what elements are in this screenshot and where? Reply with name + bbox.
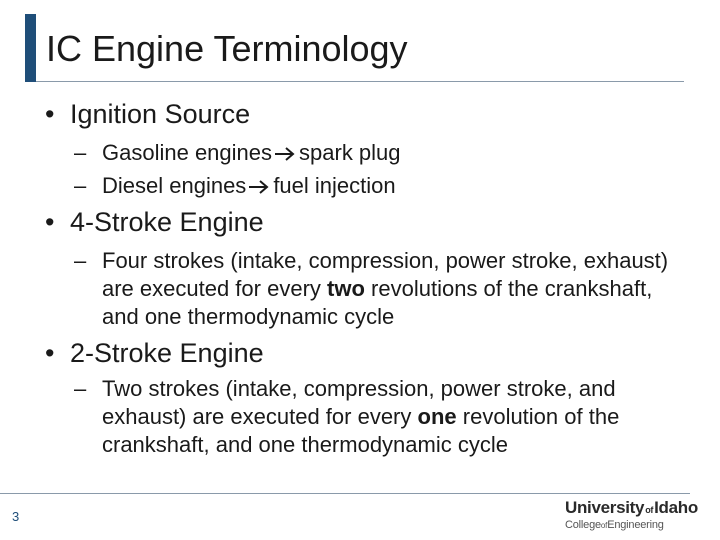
emphasis-two: two xyxy=(327,276,365,301)
page-number: 3 xyxy=(12,509,20,524)
bullet-text: 2-Stroke Engine xyxy=(70,338,264,368)
logo-college: CollegeofEngineering xyxy=(565,519,664,531)
emphasis-one: one xyxy=(417,404,457,429)
bullet-ignition-source: • Ignition Source xyxy=(45,98,250,130)
subitem-text-end: revolutions of the crankshaft, and one t… xyxy=(102,276,653,329)
subitem-gasoline: – Gasoline engines spark plug xyxy=(74,139,634,167)
subitem-diesel: – Diesel engines fuel injection xyxy=(74,172,634,200)
subitem-text: Diesel engines xyxy=(102,173,247,198)
bullet-4-stroke: • 4-Stroke Engine xyxy=(45,206,264,238)
slide-title: IC Engine Terminology xyxy=(46,28,408,69)
bullet-marker: • xyxy=(45,338,55,368)
right-arrow-icon xyxy=(275,147,295,161)
footer-divider xyxy=(0,493,690,494)
right-arrow-icon xyxy=(249,180,269,194)
subitem-result: fuel injection xyxy=(273,173,396,198)
bullet-marker: • xyxy=(45,207,55,237)
dash-marker: – xyxy=(74,248,87,273)
dash-marker: – xyxy=(74,140,87,165)
bullet-marker: • xyxy=(45,99,55,129)
title-divider xyxy=(36,81,684,82)
subitem-text-end: revolution of the crankshaft, and one th… xyxy=(102,404,620,457)
bullet-text: 4-Stroke Engine xyxy=(70,207,264,237)
subitem-result: spark plug xyxy=(299,140,401,165)
bullet-text: Ignition Source xyxy=(70,99,251,129)
bullet-2-stroke: • 2-Stroke Engine xyxy=(45,337,264,369)
title-accent-bar xyxy=(25,14,36,82)
subitem-four-strokes: – Four strokes (intake, compression, pow… xyxy=(74,247,674,331)
dash-marker: – xyxy=(74,173,87,198)
university-logo: UniversityofIdaho CollegeofEngineering xyxy=(565,498,715,531)
subitem-text: Two strokes (intake, compression, power … xyxy=(102,376,616,429)
logo-wordmark: UniversityofIdaho xyxy=(565,498,698,517)
dash-marker: – xyxy=(74,376,87,401)
subitem-two-strokes: – Two strokes (intake, compression, powe… xyxy=(74,375,669,459)
subitem-text: Gasoline engines xyxy=(102,140,273,165)
subitem-text: Four strokes (intake, compression, power… xyxy=(102,248,669,301)
